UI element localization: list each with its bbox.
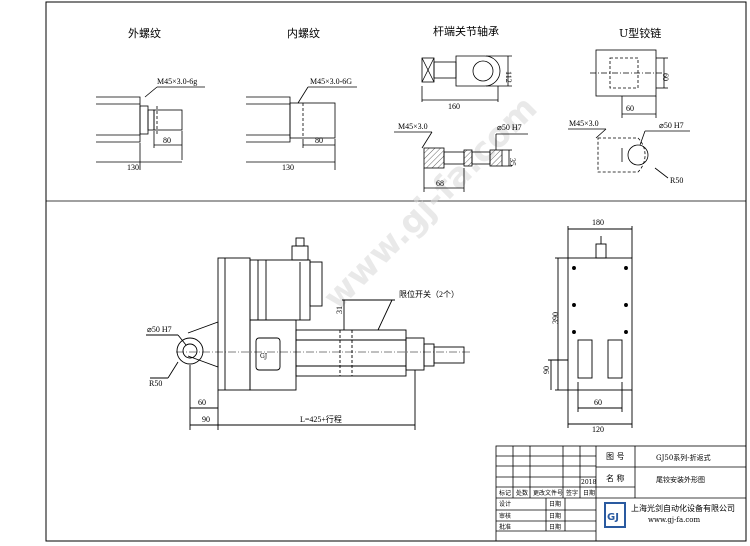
design-label: 设计 <box>499 500 511 508</box>
stroke-length: L=425+行程 <box>300 414 342 424</box>
clevis-radius: R50 <box>670 176 683 185</box>
label-u-clevis: U型铰链 <box>619 26 661 40</box>
label-external-thread: 外螺纹 <box>128 26 161 40</box>
title-block <box>495 445 747 542</box>
main-bore-spec: ⌀50 H7 <box>147 325 172 334</box>
u-clevis-view <box>590 49 668 118</box>
dim-60-main: 60 <box>198 398 206 407</box>
clevis-thread-spec: M45×3.0 <box>569 119 599 128</box>
ext-thread-spec: M45×3.0-6g <box>157 77 197 86</box>
dim-60-clevis: 60 <box>661 73 670 81</box>
dim-68: 68 <box>436 179 444 188</box>
company-url: www.gj-fa.com <box>648 516 701 524</box>
dim-80-int: 80 <box>315 136 323 145</box>
rod-end-side-view <box>394 131 528 192</box>
drawing-no: GJ50系列-折返式 <box>656 453 711 462</box>
dim-60b-clevis: 60 <box>626 104 634 113</box>
rod-end-bearing-view <box>421 55 512 102</box>
date-label-1: 日期 <box>549 500 561 508</box>
u-clevis-side-view <box>568 128 690 179</box>
dim-130-ext: 130 <box>127 163 139 172</box>
dim-90-end: 90 <box>542 366 551 374</box>
dim-180: 180 <box>592 218 604 227</box>
dim-31: 31 <box>335 306 344 314</box>
dim-35: 35 <box>508 158 517 166</box>
dim-80-ext: 80 <box>163 136 171 145</box>
review-label: 审核 <box>499 512 511 520</box>
label-internal-thread: 内螺纹 <box>287 26 320 40</box>
company-name: 上海光剑自动化设备有限公司 <box>631 503 735 513</box>
int-thread-spec: M45×3.0-6G <box>310 77 352 86</box>
limit-switch-label: 限位开关（2个） <box>399 289 459 299</box>
rev-header-0: 标记 <box>499 489 511 497</box>
date-label-2: 日期 <box>549 512 561 520</box>
gj-logo-body: GJ <box>260 353 268 360</box>
rod-end-thread-spec: M45×3.0 <box>398 122 428 131</box>
dim-120: 120 <box>592 425 604 434</box>
actuator-side-view <box>146 237 470 430</box>
rev-header-2: 更改文件号 <box>533 489 563 497</box>
dim-130-int: 130 <box>282 163 294 172</box>
dim-60-end: 60 <box>594 398 602 407</box>
rev-header-4: 日期 <box>583 489 595 497</box>
actuator-end-view <box>548 226 633 428</box>
year: 2018 <box>581 479 596 486</box>
name-label: 名 称 <box>606 473 625 483</box>
drawing-frame <box>45 1 747 542</box>
dim-112: 112 <box>504 71 513 83</box>
external-thread-view <box>96 86 205 170</box>
approve-label: 批准 <box>499 523 511 531</box>
date-label-3: 日期 <box>549 523 561 531</box>
main-radius: R50 <box>149 379 162 388</box>
drawing-name: 尾铰安装外形图 <box>656 475 705 484</box>
rod-end-bore-spec: ⌀50 H7 <box>497 123 522 132</box>
label-rod-end-bearing: 杆端关节轴承 <box>433 24 499 38</box>
logo-mark: GJ <box>607 512 619 523</box>
internal-thread-view <box>246 86 357 170</box>
rev-header-3: 签字 <box>566 489 578 497</box>
rev-header-1: 处数 <box>516 489 528 497</box>
clevis-bore-spec: ⌀50 H7 <box>659 121 684 130</box>
dim-390: 390 <box>551 312 560 324</box>
dim-160: 160 <box>448 102 460 111</box>
dim-90-main: 90 <box>202 415 210 424</box>
drawing-no-label: 图 号 <box>606 452 625 461</box>
company-logo: GJ <box>604 502 626 528</box>
